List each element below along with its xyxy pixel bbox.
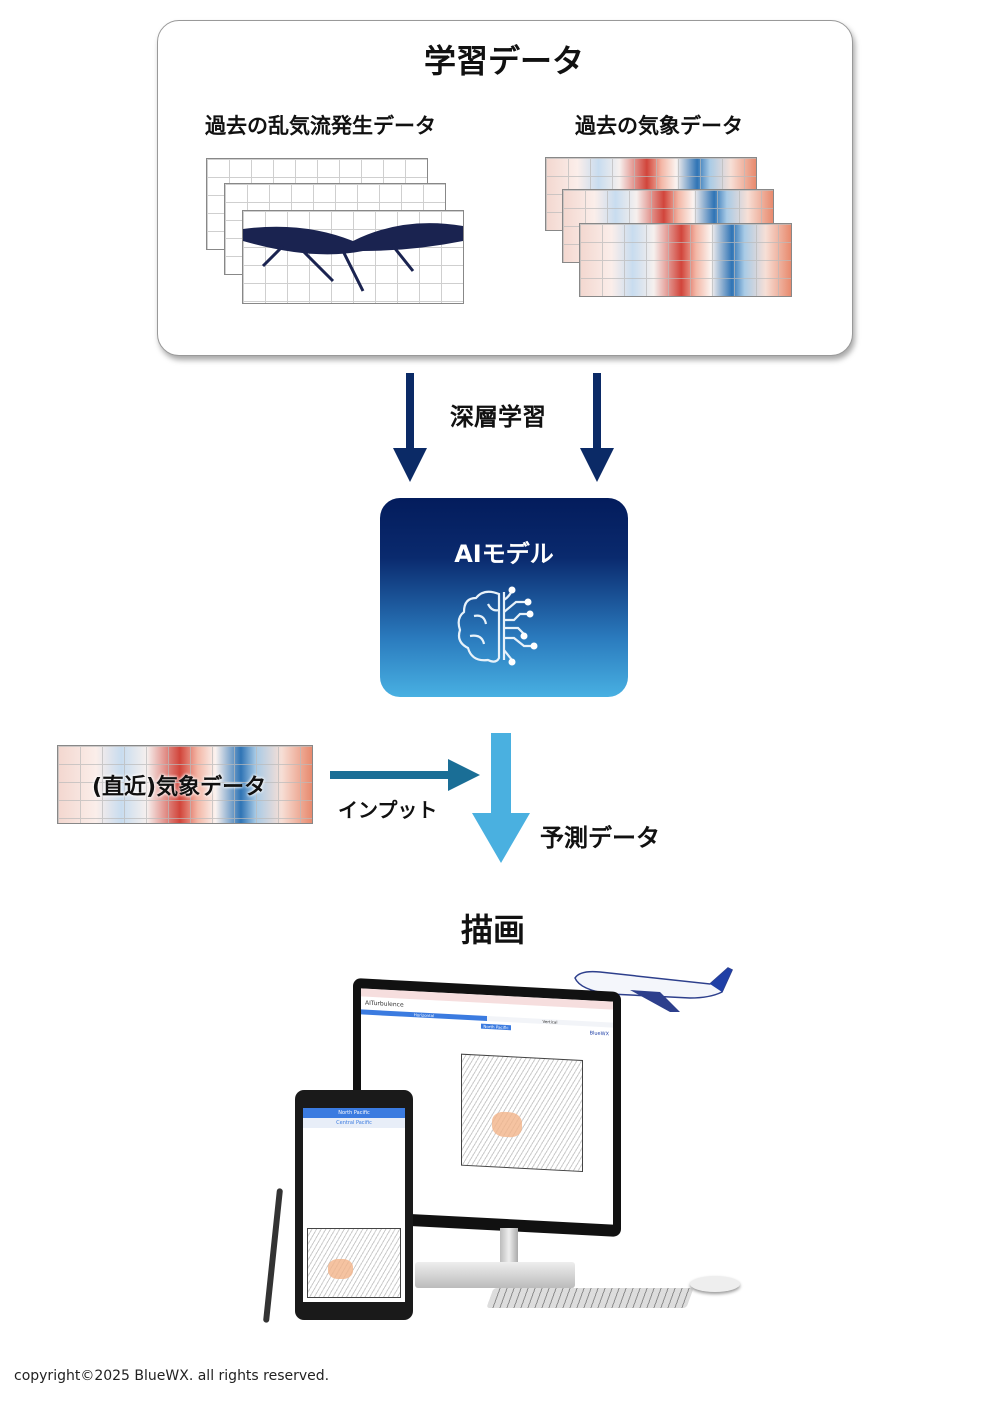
training-data-title: 学習データ <box>423 42 584 80</box>
airplane-icon <box>574 967 733 1012</box>
tablet: North Pacific Central Pacific <box>295 1090 413 1320</box>
copyright: copyright©2025 BlueWX. all rights reserv… <box>14 1368 330 1384</box>
region-selected[interactable]: North Pacific <box>481 1023 511 1031</box>
tablet-region-2[interactable]: Central Pacific <box>303 1118 405 1128</box>
stylus <box>262 1188 284 1323</box>
monitor-stand <box>500 1228 518 1268</box>
tablet-map <box>307 1228 401 1298</box>
monitor-base <box>415 1262 575 1288</box>
mouse <box>690 1276 740 1292</box>
recent-weather-map <box>57 745 313 824</box>
turbulence-data-label: 過去の乱気流発生データ <box>205 114 436 138</box>
weather-data-label: 過去の気象データ <box>575 114 743 138</box>
input-arrow <box>330 759 480 791</box>
turbulence-map <box>242 210 464 304</box>
arrow-down-icon <box>580 373 614 482</box>
weather-map <box>579 223 792 297</box>
arrow-down-icon <box>393 373 427 482</box>
turbulence-tracks <box>243 223 463 292</box>
brand-logo: BlueWX <box>589 1030 609 1038</box>
prediction-label: 予測データ <box>540 824 660 852</box>
prediction-arrow <box>472 733 530 863</box>
tablet-region-1[interactable]: North Pacific <box>303 1108 405 1118</box>
input-label: インプット <box>338 798 438 822</box>
ai-model-box: AIモデル <box>380 498 628 697</box>
keyboard <box>486 1288 694 1308</box>
tablet-screen: North Pacific Central Pacific <box>303 1108 405 1302</box>
ai-model-title: AIモデル <box>454 540 554 568</box>
deep-learning-label: 深層学習 <box>450 403 546 431</box>
render-label: 描画 <box>461 911 526 949</box>
brain-circuit-icon <box>457 586 538 666</box>
monitor-map <box>461 1053 583 1173</box>
recent-weather-label: (直近)気象データ <box>92 775 267 800</box>
deep-learning-arrows <box>393 373 614 482</box>
